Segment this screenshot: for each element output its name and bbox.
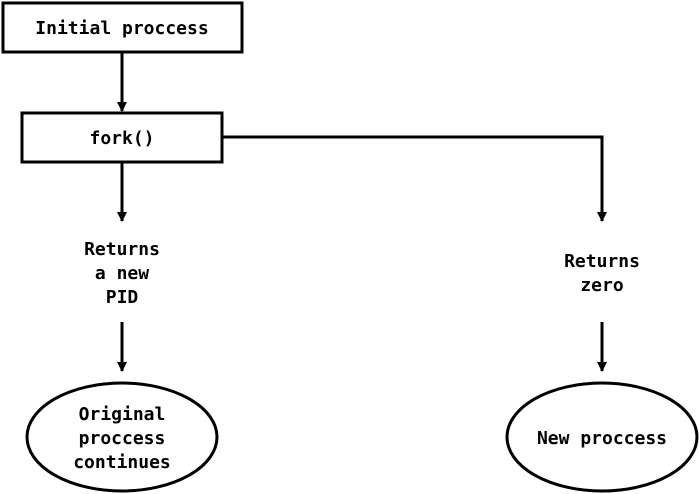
initial-process-box [1, 1, 244, 54]
returns-zero-node: Returns zero [564, 251, 640, 296]
new-process-node: New proccess [505, 381, 699, 493]
returns-pid-line-3: PID [106, 287, 139, 308]
original-process-node: Original proccess continues [25, 381, 219, 493]
new-process-label: New proccess [537, 428, 667, 449]
new-process-ellipse [505, 381, 699, 493]
initial-process-label: Initial proccess [35, 18, 208, 39]
returns-zero-line-2: zero [580, 275, 623, 296]
returns-pid-line-2: a new [95, 263, 149, 284]
arrow-fork-to-returns-zero [222, 135, 607, 222]
original-process-line-1: Original [79, 404, 166, 425]
returns-zero-line-1: Returns [564, 251, 640, 272]
fork-label: fork() [89, 128, 154, 149]
returns-pid-node: Returns a new PID [84, 239, 160, 308]
initial-process-node: Initial proccess [1, 1, 244, 54]
returns-pid-line-1: Returns [84, 239, 160, 260]
fork-node: fork() [20, 111, 224, 164]
original-process-line-2: proccess [79, 428, 166, 449]
original-process-ellipse [25, 381, 219, 493]
original-process-line-3: continues [73, 452, 171, 473]
